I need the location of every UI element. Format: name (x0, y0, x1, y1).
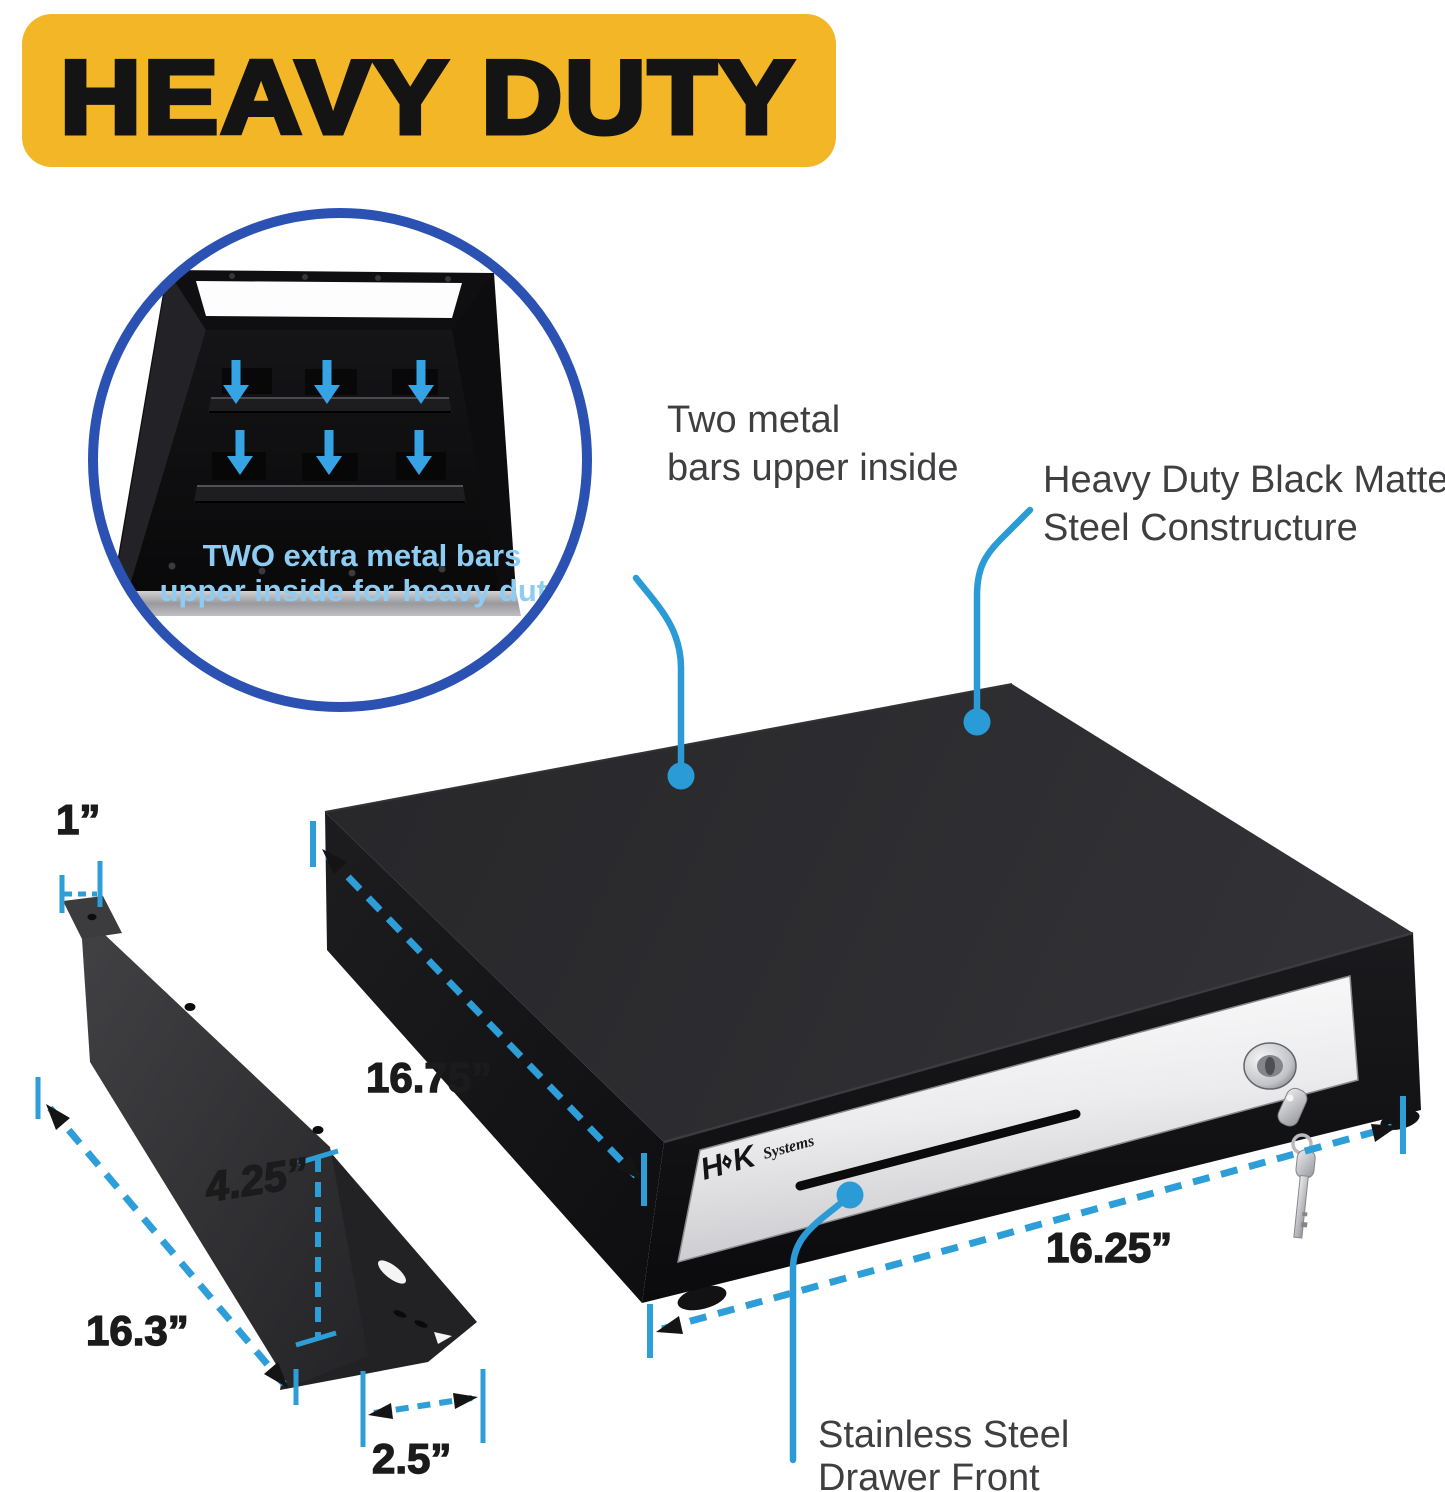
drawer-lock (1243, 1042, 1297, 1090)
keys-icon (1277, 1087, 1316, 1239)
down-arrow-icon (223, 360, 434, 475)
bracket-web (82, 933, 368, 1387)
callout-dot (836, 1181, 864, 1209)
dim-label-flange-width: 1” (56, 796, 100, 843)
callout-construction-line1: Heavy Duty Black Matte (1043, 459, 1445, 501)
drawer-top (325, 684, 1413, 1142)
dim-label-drawer-depth: 16.75” (366, 1054, 492, 1101)
dim-arrowhead (368, 1403, 393, 1419)
leader-line-construction (973, 506, 1034, 726)
dim-arrowhead (46, 1104, 70, 1130)
inset-interior-photo: TWO extra metal bars upper inside for he… (107, 270, 565, 616)
banner-title: HEAVY DUTY (60, 40, 796, 156)
dim-arrowhead (656, 1316, 683, 1334)
dimension-flange-width: 1” (55, 795, 103, 913)
drawer-left-side (325, 812, 664, 1303)
media-slot (795, 1109, 1081, 1191)
dim-label-bracket-length: 16.3” (86, 1307, 189, 1354)
dim-arrowhead (264, 1362, 288, 1388)
dim-label-flange-depth: 2.5” (372, 1435, 451, 1482)
callout-metal-bars: Two metal bars upper inside (667, 399, 959, 489)
inset-caption-line2: upper inside for heavy duty (160, 573, 566, 608)
leader-line-metal-bars (632, 574, 685, 780)
callout-metal-bars-line2: bars upper inside (667, 447, 959, 489)
metal-bar (194, 485, 466, 503)
callout-front-panel-line1: Stainless Steel (818, 1414, 1069, 1456)
inset-ring (88, 208, 592, 712)
mounting-bracket (63, 896, 477, 1390)
dimension-drawer-depth: 16.75” (310, 821, 647, 1206)
dim-arrowhead (322, 849, 347, 874)
drawer-foot (677, 1285, 727, 1311)
callout-front-panel: Stainless Steel Drawer Front (818, 1414, 1069, 1492)
callout-dot (963, 708, 991, 736)
dim-label-drawer-width: 16.25” (1046, 1224, 1172, 1271)
callout-metal-bars-line1: Two metal (667, 399, 840, 441)
callout-construction-line2: Steel Constructure (1043, 507, 1358, 549)
dimension-flange-depth: 2.5” (360, 1369, 486, 1483)
dimension-bracket-length: 16.3” (35, 1077, 299, 1405)
drawer-base-edge (107, 591, 521, 616)
dim-arrowhead (1371, 1124, 1398, 1142)
banner-background (22, 14, 836, 167)
callout-construction: Heavy Duty Black Matte Steel Constructur… (1043, 459, 1445, 549)
callout-front-panel-line2: Drawer Front (818, 1457, 1040, 1492)
dim-arrowhead (617, 1155, 641, 1180)
heavy-duty-banner: HEAVY DUTY (22, 14, 836, 167)
cash-drawer: H K Systems (324, 683, 1421, 1311)
dim-arrowhead (453, 1393, 478, 1409)
dimension-drawer-width: 16.25” (647, 1096, 1406, 1358)
interior-inset: TWO extra metal bars upper inside for he… (88, 208, 592, 712)
inset-caption-line1: TWO extra metal bars (203, 538, 522, 573)
callout-dot (667, 762, 695, 790)
